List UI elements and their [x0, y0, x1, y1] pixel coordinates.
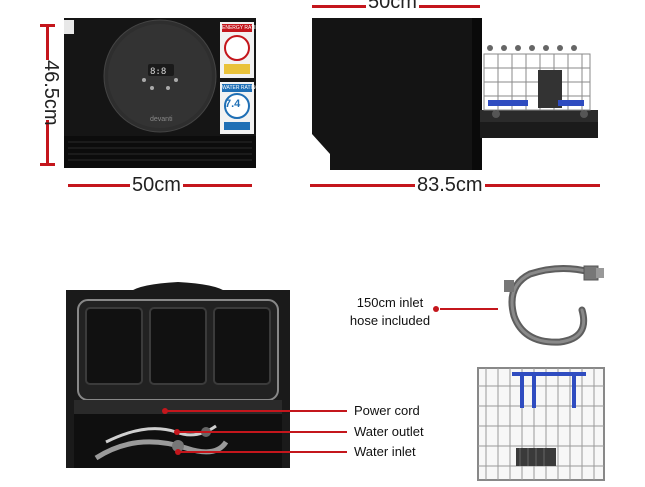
svg-text:8:8: 8:8	[150, 67, 166, 77]
dishwasher-rear-illustration	[66, 282, 290, 468]
dish-rack-illustration	[476, 366, 606, 482]
rear-view	[66, 282, 290, 468]
dish-rack-icon	[477, 367, 605, 481]
front-view: 8:8 ENERGY RATING WATER RATING 7.4 devan…	[64, 18, 263, 168]
inlet-hose-illustration	[500, 258, 612, 350]
water-rating-label: WATER RATING	[222, 85, 260, 91]
front-width-dimension-label: 50cm	[130, 174, 183, 196]
height-dimension-label: 46.5cm	[40, 60, 62, 126]
water-outlet-label: Water outlet	[354, 424, 424, 439]
inlet-hose-label: 150cm inlet hose included	[349, 295, 431, 328]
water-rating-value: 7.4	[225, 98, 241, 110]
hose-icon	[504, 265, 604, 346]
water-outlet-marker	[174, 429, 180, 435]
water-outlet-leader	[177, 431, 347, 433]
dishwasher-front-illustration: 8:8	[64, 18, 256, 168]
water-inlet-marker	[175, 449, 181, 455]
water-inlet-label: Water inlet	[354, 444, 416, 459]
height-dimension-tick-top	[40, 24, 55, 27]
power-cord-marker	[162, 408, 168, 414]
height-dimension-tick-bottom	[40, 163, 55, 166]
dishwasher-side-illustration	[312, 18, 598, 170]
inlet-hose-marker	[433, 306, 439, 312]
side-view	[312, 14, 602, 174]
power-cord-leader	[165, 410, 347, 412]
brand-logo: devanti	[150, 116, 173, 123]
energy-rating-label: ENERGY RATING	[222, 25, 263, 31]
side-depth-dimension-label: 50cm	[366, 0, 419, 12]
water-inlet-leader	[178, 451, 347, 453]
power-cord-label: Power cord	[354, 403, 420, 418]
side-open-dimension-label: 83.5cm	[415, 174, 485, 196]
inlet-hose-leader	[440, 308, 498, 310]
